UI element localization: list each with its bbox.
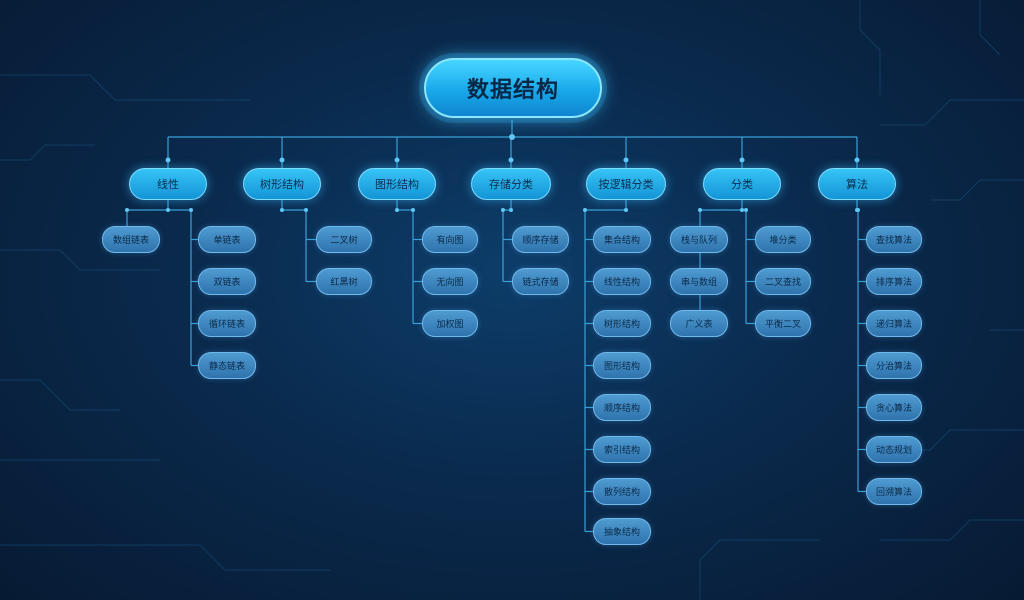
leaf-node[interactable]: 栈与队列 [670,226,728,253]
leaf-node[interactable]: 贪心算法 [866,394,922,421]
leaf-node[interactable]: 加权图 [422,310,478,337]
connector-dot [304,208,308,212]
connector-dot [744,208,748,212]
leaf-node[interactable]: 顺序存储 [512,226,569,253]
connector-dot [394,157,400,163]
connector-dot [501,208,505,212]
leaf-node[interactable]: 数组链表 [102,226,160,253]
connector-dot [855,208,859,212]
connector-dot [279,157,285,163]
leaf-node[interactable]: 平衡二叉 [755,310,811,337]
category-node[interactable]: 树形结构 [243,168,321,200]
leaf-node[interactable]: 堆分类 [755,226,811,253]
leaf-node[interactable]: 抽象结构 [593,518,651,545]
leaf-node[interactable]: 树形结构 [593,310,651,337]
connector-dot [411,208,415,212]
leaf-node[interactable]: 二叉查找 [755,268,811,295]
connector-dot [166,208,170,212]
leaf-node[interactable]: 索引结构 [593,436,651,463]
leaf-node[interactable]: 广义表 [670,310,728,337]
leaf-node[interactable]: 排序算法 [866,268,922,295]
category-node[interactable]: 算法 [818,168,896,200]
connector-dot [739,157,745,163]
leaf-node[interactable]: 串与数组 [670,268,728,295]
leaf-node[interactable]: 链式存储 [512,268,569,295]
leaf-node[interactable]: 分治算法 [866,352,922,379]
connector-dot [583,208,587,212]
category-node[interactable]: 存储分类 [471,168,551,200]
leaf-node[interactable]: 查找算法 [866,226,922,253]
leaf-node[interactable]: 线性结构 [593,268,651,295]
leaf-node[interactable]: 单链表 [198,226,256,253]
connector-dot [165,157,171,163]
leaf-node[interactable]: 图形结构 [593,352,651,379]
leaf-node[interactable]: 双链表 [198,268,256,295]
leaf-node[interactable]: 顺序结构 [593,394,651,421]
root-node[interactable]: 数据结构 [424,58,602,118]
connector-dot [856,208,860,212]
connector-dot [509,208,513,212]
leaf-node[interactable]: 静态链表 [198,352,256,379]
connector-dot [189,208,193,212]
leaf-node[interactable]: 散列结构 [593,478,651,505]
category-node[interactable]: 图形结构 [358,168,436,200]
leaf-node[interactable]: 回溯算法 [866,478,922,505]
category-node[interactable]: 分类 [703,168,781,200]
connector-dot [280,208,284,212]
connector-dot [623,157,629,163]
leaf-node[interactable]: 动态规划 [866,436,922,463]
category-node[interactable]: 线性 [129,168,207,200]
connector-dot [395,208,399,212]
connector-dot [698,208,702,212]
leaf-node[interactable]: 红黑树 [316,268,372,295]
leaf-node[interactable]: 递归算法 [866,310,922,337]
connector-dot [624,208,628,212]
leaf-node[interactable]: 无向图 [422,268,478,295]
leaf-node[interactable]: 循环链表 [198,310,256,337]
connector-dot [854,157,860,163]
connector-dot [125,208,129,212]
leaf-node[interactable]: 集合结构 [593,226,651,253]
connector-dot [509,134,515,140]
leaf-node[interactable]: 有向图 [422,226,478,253]
connector-dot [740,208,744,212]
leaf-node[interactable]: 二叉树 [316,226,372,253]
connector-dot [508,157,514,163]
category-node[interactable]: 按逻辑分类 [586,168,666,200]
